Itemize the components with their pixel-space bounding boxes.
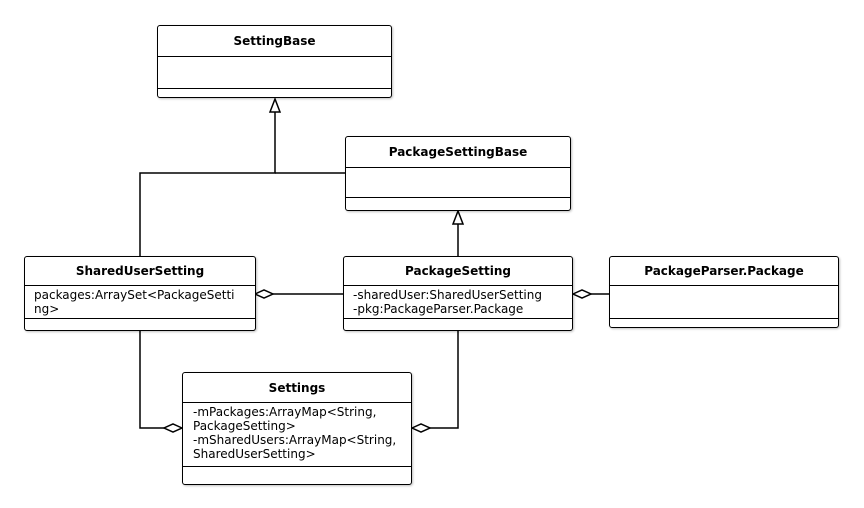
class-attributes [346,168,570,198]
class-name: PackageParser.Package [610,257,838,286]
class-name: Settings [183,373,411,403]
class-methods [183,467,411,483]
class-methods [610,319,838,326]
class-name: PackageSetting [344,257,572,286]
aggregation-diamond-shareduser [253,289,275,299]
attribute-line: ng> [34,302,60,316]
class-methods [344,319,572,329]
class-methods [158,89,391,96]
class-package-setting[interactable]: PackageSetting -sharedUser:SharedUserSet… [343,256,573,331]
generalization-arrowhead-packagesettingbase [451,208,465,225]
attribute-line: -sharedUser:SharedUserSetting [353,288,542,302]
attribute-line: packages:ArraySet<PackageSetti [34,288,235,302]
class-package-parser-package[interactable]: PackageParser.Package [609,256,839,328]
class-attributes: -mPackages:ArrayMap<String, PackageSetti… [183,403,411,467]
attribute-line: -mPackages:ArrayMap<String, [193,405,377,419]
class-name: SettingBase [158,26,391,57]
class-attributes [158,57,391,89]
class-attributes [610,286,838,319]
aggregation-settings-shareduser [139,331,164,429]
class-package-setting-base[interactable]: PackageSettingBase [345,136,571,211]
attribute-line: -pkg:PackageParser.Package [353,302,524,316]
attribute-line: SharedUserSetting> [193,447,316,461]
class-attributes: packages:ArraySet<PackageSetti ng> [25,286,255,319]
class-shared-user-setting[interactable]: SharedUserSetting packages:ArraySet<Pack… [24,256,256,331]
class-methods [25,319,255,329]
attribute-line: PackageSetting> [193,419,296,433]
class-settings[interactable]: Settings -mPackages:ArrayMap<String, Pac… [182,372,412,485]
class-name: SharedUserSetting [25,257,255,286]
attribute-line: -mSharedUsers:ArrayMap<String, [193,433,397,447]
class-setting-base[interactable]: SettingBase [157,25,392,98]
class-name: PackageSettingBase [346,137,570,168]
aggregation-diamond-settings-right [410,423,432,433]
class-methods [346,198,570,208]
aggregation-diamond-packagesetting [571,289,593,299]
class-attributes: -sharedUser:SharedUserSetting -pkg:Packa… [344,286,572,319]
generalization-arrowhead-settingbase [268,96,282,113]
generalization-shareduser-to-settingbase [139,112,276,257]
aggregation-diamond-settings-left [162,423,184,433]
aggregation-settings-packagesetting [430,331,459,429]
